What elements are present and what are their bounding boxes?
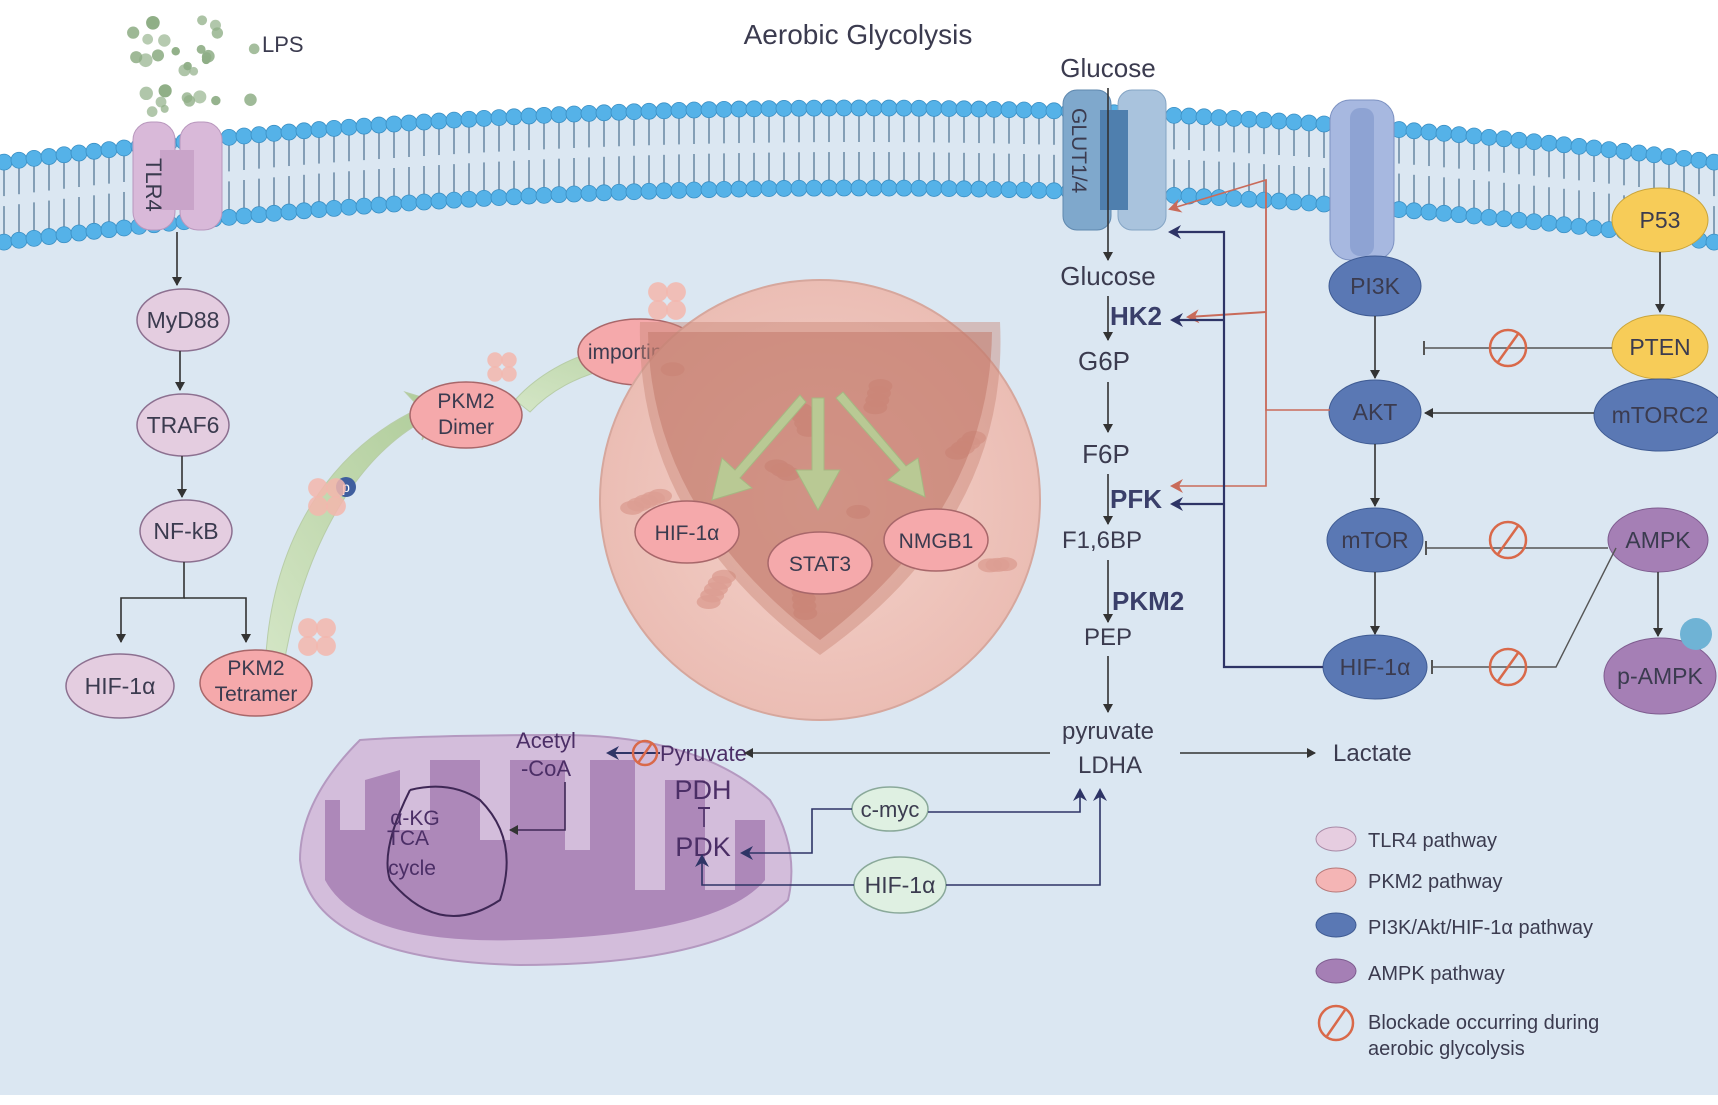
f6p-label: F6P [1082, 439, 1130, 469]
nucleus: HIF-1α STAT3 NMGB1 [599, 279, 1041, 721]
legend-swatch-pkm2 [1315, 867, 1357, 893]
blockade-icon [1488, 647, 1528, 687]
akt-to-hk2-arrow [1186, 309, 1267, 324]
pkm2-dimer-node [409, 381, 523, 449]
pkm2-dimer-label-1: PKM2 [437, 390, 494, 413]
mtor-label: mTOR [1341, 527, 1408, 553]
blockade-icon [1488, 328, 1528, 368]
legend-label-pkm2: PKM2 pathway [1368, 871, 1503, 893]
pkm2-tetramer-label-2: Tetramer [215, 683, 298, 706]
hif1a-to-enzymes-arrows [1168, 225, 1323, 669]
mtorc2-label: mTORC2 [1612, 402, 1709, 428]
lps-particles [127, 15, 260, 117]
legend-swatch-tlr4 [1315, 826, 1357, 852]
pkm2-dimer-label-2: Dimer [438, 416, 494, 439]
acetyl-coa-label-1: Acetyl [516, 728, 576, 753]
tlr4-label: TLR4 [141, 158, 166, 212]
pi3k-pathway: PI3K AKT mTOR HIF-1α P53 PTEN mTORC2 [1322, 187, 1718, 700]
ampk-label: AMPK [1625, 527, 1691, 553]
acetyl-coa-label-2: -CoA [521, 756, 571, 781]
myd88-label: MyD88 [147, 307, 220, 333]
legend-label-blockade-1: Blockade occurring during [1368, 1012, 1599, 1034]
mito-pyruvate-label: Pyruvate [660, 741, 747, 766]
lactate-label: Lactate [1333, 740, 1412, 767]
hif1a-pi3k-label: HIF-1α [1340, 654, 1411, 680]
pfk-label: PFK [1110, 484, 1162, 514]
nucleus-hif1a-label: HIF-1α [655, 522, 720, 545]
nfkb-label: NF-kB [153, 518, 218, 544]
legend-label-pi3k: PI3K/Akt/HIF-1α pathway [1368, 917, 1593, 939]
nfkb-node [139, 499, 233, 563]
mito-blockade-icon [631, 739, 659, 767]
pyruvate-label: pyruvate [1062, 718, 1154, 745]
glycolysis-pathway: Glucose Glucose HK2 G6P F6P PFK F1,6BP P… [744, 53, 1412, 779]
legend-swatch-pi3k [1315, 912, 1357, 938]
tca-label-1: TCA [387, 827, 429, 850]
tca-label-2: cycle [388, 857, 436, 880]
legend-swatch-ampk [1315, 958, 1357, 984]
akg-label: α-KG [390, 807, 439, 830]
pkm2-enzyme-label: PKM2 [1112, 586, 1184, 616]
hif1a-tlr4-node [65, 653, 175, 719]
akt-label: AKT [1353, 399, 1398, 425]
glut-transporter [1062, 89, 1167, 231]
legend-blockade-icon [1317, 1004, 1355, 1042]
pdh-label: PDH [674, 775, 731, 805]
hif1a-tlr4-label: HIF-1α [85, 673, 156, 699]
pampk-node [1603, 637, 1717, 715]
glucose-out-label: Glucose [1060, 53, 1155, 83]
hk2-label: HK2 [1110, 301, 1162, 331]
legend-label-ampk: AMPK pathway [1368, 963, 1505, 985]
glut-label: GLUT1/4 [1067, 108, 1090, 194]
blockade-icon [1488, 520, 1528, 560]
ldha-label: LDHA [1078, 752, 1142, 779]
nucleus-stat3-node [767, 531, 873, 595]
pten-label: PTEN [1629, 334, 1690, 360]
lps-label: LPS [262, 32, 304, 57]
pi3k-label: PI3K [1350, 273, 1401, 299]
blockade-icons [1488, 328, 1528, 687]
tlr4-pathway: MyD88 TRAF6 NF-kB HIF-1α [65, 232, 251, 719]
ampk-pathway: AMPK p-AMPK [1425, 507, 1717, 715]
pampk-label: p-AMPK [1617, 663, 1703, 689]
nucleus-hif1a-node [634, 500, 740, 564]
cmyc-label: c-myc [861, 797, 920, 822]
pep-label: PEP [1084, 624, 1132, 651]
legend-label-blockade-2: aerobic glycolysis [1368, 1038, 1525, 1060]
pdk-label: PDK [675, 832, 731, 862]
glucose-in-label: Glucose [1060, 261, 1155, 291]
legend-label-tlr4: TLR4 pathway [1368, 830, 1497, 852]
tlr4-receptor [132, 121, 223, 231]
nucleus-nmgb1-label: NMGB1 [899, 530, 974, 553]
traf6-node [136, 393, 230, 457]
regulators: c-myc HIF-1α [695, 786, 1107, 914]
nucleus-nmgb1-node [883, 508, 989, 572]
pi3k-receptor [1329, 99, 1395, 261]
hif1a-reg-label: HIF-1α [865, 872, 936, 898]
legend: TLR4 pathway PKM2 pathway PI3K/Akt/HIF-1… [1315, 826, 1599, 1060]
akt-to-pfk-arrow [1170, 180, 1267, 493]
pkm2-tetramer-node [199, 649, 313, 717]
g6p-label: G6P [1078, 346, 1130, 376]
f16bp-label: F1,6BP [1062, 527, 1142, 554]
p53-label: P53 [1640, 207, 1681, 233]
nucleus-stat3-label: STAT3 [789, 553, 851, 576]
pkm2-tetramer-label-1: PKM2 [227, 657, 284, 680]
mitochondrion: Acetyl -CoA α-KG TCA cycle Pyruvate PDH … [298, 728, 793, 967]
traf6-label: TRAF6 [147, 412, 220, 438]
phospho-label: p [342, 479, 350, 495]
myd88-node [136, 288, 230, 352]
mtorc2-node [1593, 378, 1718, 452]
title: Aerobic Glycolysis [744, 19, 973, 50]
